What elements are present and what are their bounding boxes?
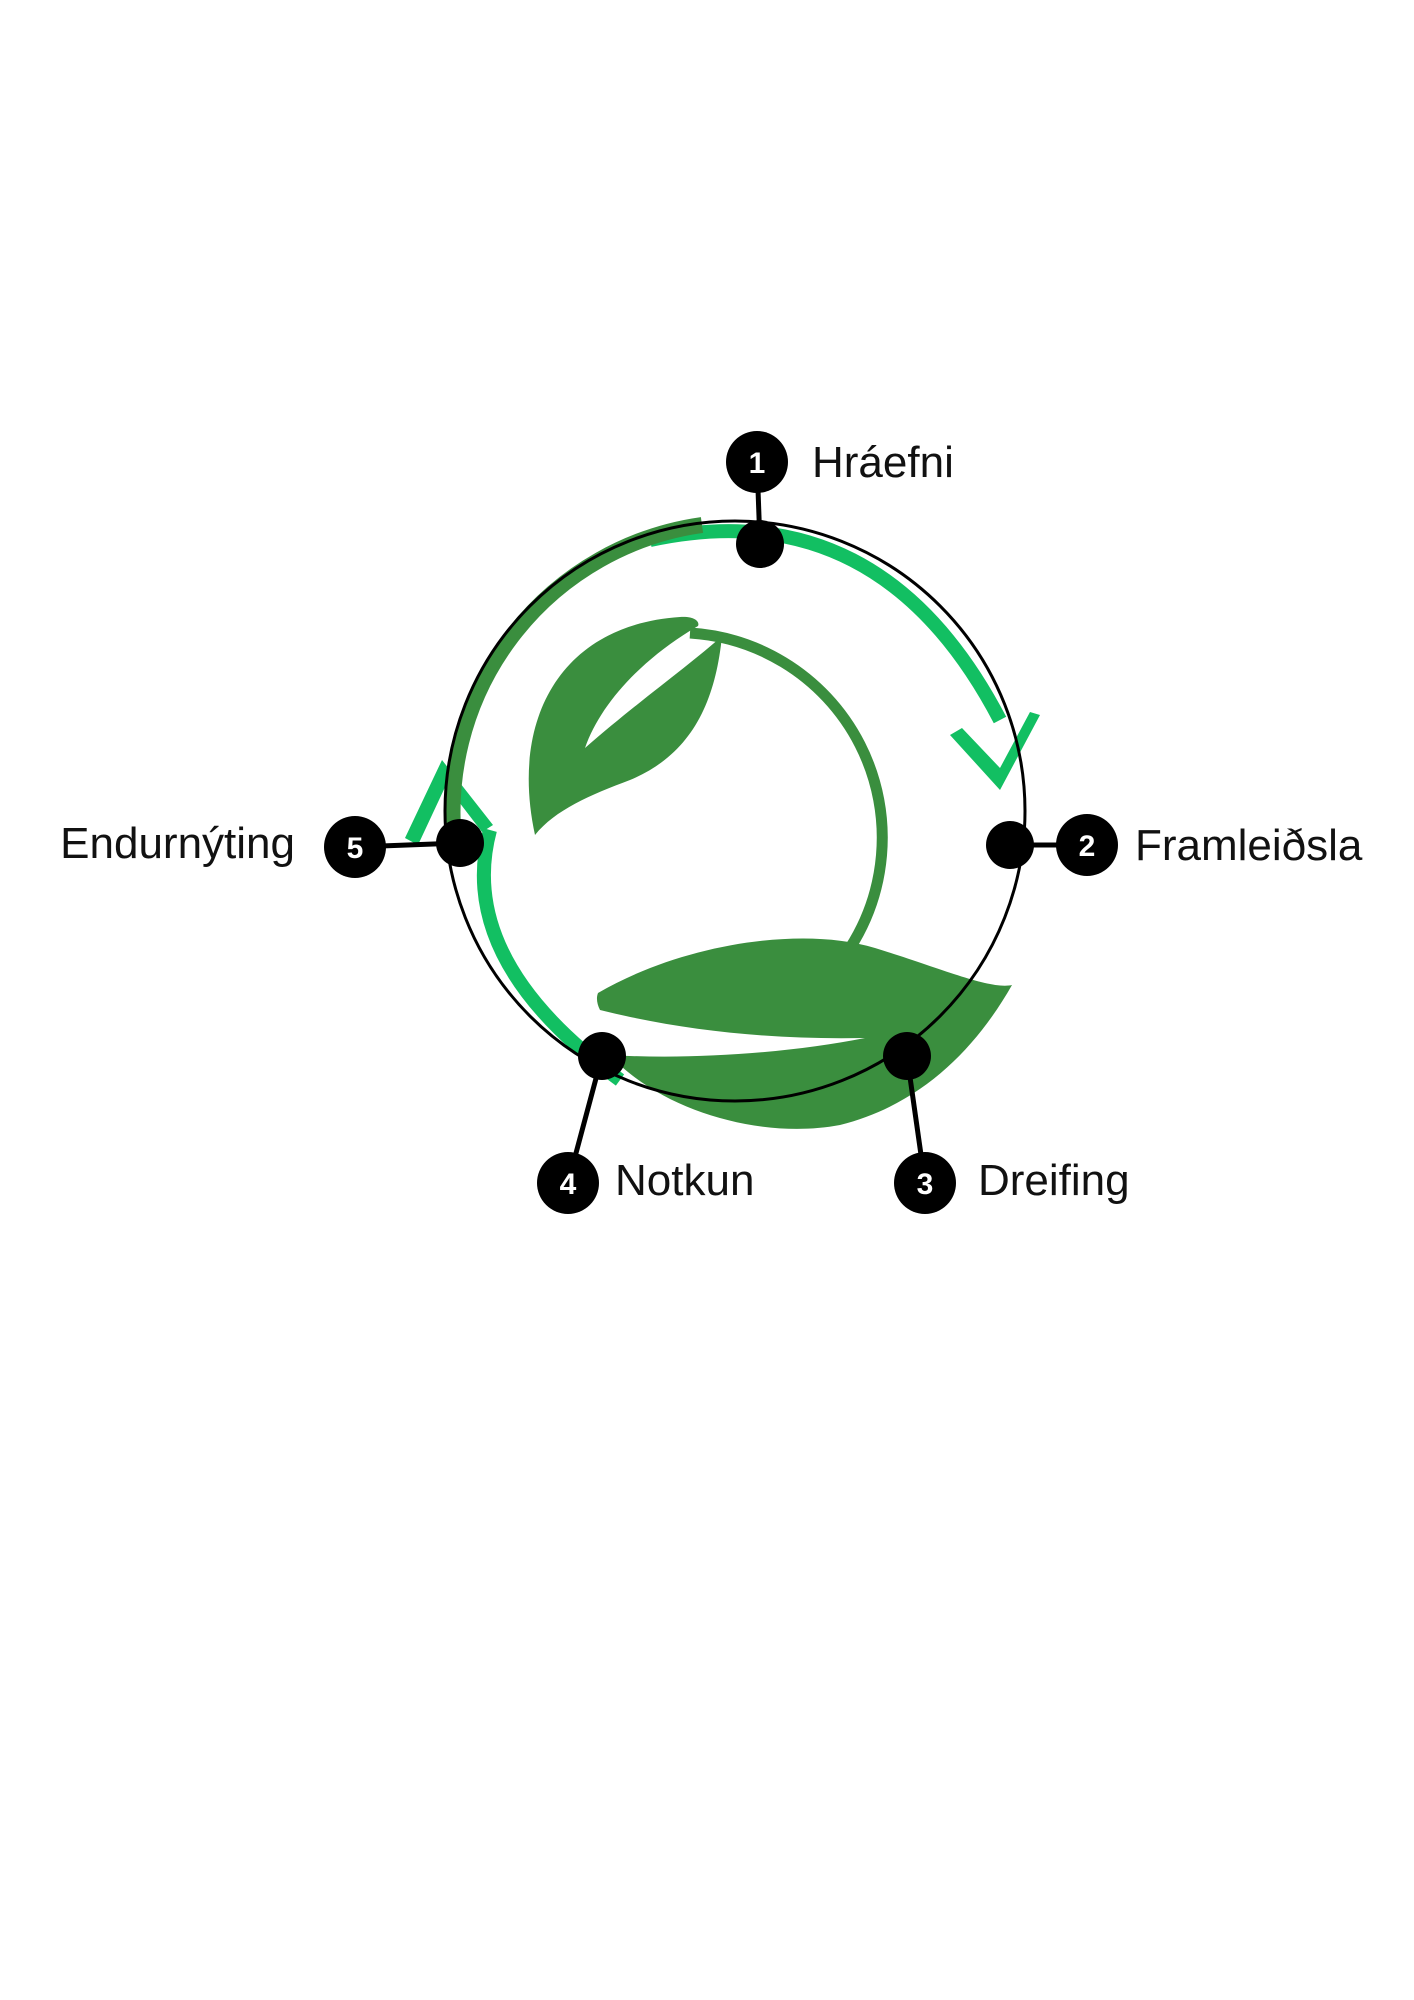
stage-4: 4 Notkun xyxy=(537,1032,754,1214)
stage-label: Endurnýting xyxy=(60,819,295,868)
stage-ring-dot xyxy=(986,821,1034,869)
stage-5: 5 Endurnýting xyxy=(60,816,484,878)
stage-markers: 1 Hráefni 2 Framleiðsla 3 Dreifing 4 Notkun 5 End… xyxy=(60,431,1363,1214)
stage-2: 2 Framleiðsla xyxy=(986,814,1363,876)
stage-ring-dot xyxy=(883,1032,931,1080)
stage-number: 2 xyxy=(1079,830,1096,863)
recycle-arrow-right-head xyxy=(950,712,1040,790)
stage-number: 3 xyxy=(917,1168,934,1201)
leaf-cycle-icon xyxy=(405,517,1040,1129)
bottom-leaf xyxy=(596,938,1012,1129)
stage-label: Dreifing xyxy=(978,1156,1130,1205)
stage-number-badge xyxy=(894,1152,956,1214)
stage-3: 3 Dreifing xyxy=(883,1032,1130,1214)
stage-ring-dot xyxy=(736,520,784,568)
stage-number: 4 xyxy=(560,1168,577,1201)
lifecycle-ring xyxy=(443,519,1027,1103)
stage-label: Notkun xyxy=(615,1156,754,1205)
stage-number-badge xyxy=(726,431,788,493)
inner-arc xyxy=(689,627,888,951)
stage-ring-dot xyxy=(436,819,484,867)
top-leaf xyxy=(528,616,722,835)
stage-1: 1 Hráefni xyxy=(726,431,954,568)
stage-number: 5 xyxy=(347,832,364,865)
stage-label: Hráefni xyxy=(812,438,954,487)
stage-label: Framleiðsla xyxy=(1135,821,1363,870)
stage-ring-dot xyxy=(578,1032,626,1080)
stage-number-badge xyxy=(324,816,386,878)
stage-number: 1 xyxy=(749,447,766,480)
recycle-arrow-right-arc xyxy=(648,524,1007,724)
stage-number-badge xyxy=(1056,814,1118,876)
leaf-ring-left xyxy=(444,517,704,852)
stage-number-badge xyxy=(537,1152,599,1214)
recycle-arrow-left-head xyxy=(405,760,493,845)
